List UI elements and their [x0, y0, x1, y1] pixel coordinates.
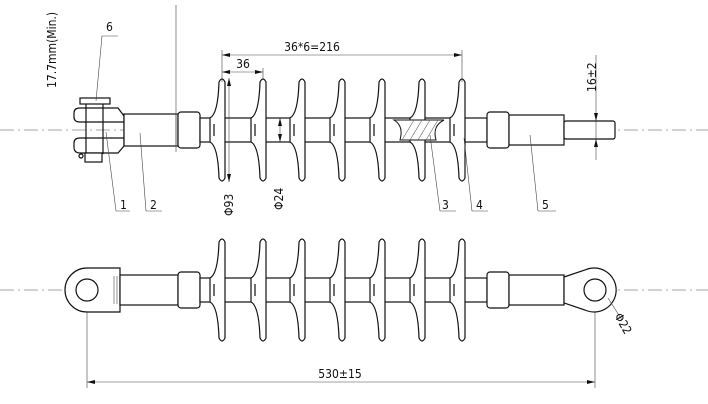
dim-shed-dia: Φ93 — [222, 194, 236, 216]
dim-clevis-gap: 17.7mm(Min.) — [45, 12, 59, 88]
shed — [449, 78, 466, 182]
crimp-collar-right — [486, 111, 510, 149]
part-label-3: 3 — [442, 198, 449, 212]
part-label-4: 4 — [476, 198, 483, 212]
dimension-lines — [86, 5, 623, 388]
clevis — [73, 107, 125, 154]
shed — [369, 78, 386, 182]
bottom-view — [64, 238, 617, 342]
shed — [369, 238, 386, 342]
dim-overall-length: 530±15 — [318, 367, 361, 381]
eye-fitting-left — [64, 267, 121, 313]
shed — [250, 78, 267, 182]
dimension-arrows — [87, 53, 598, 384]
eye-fitting-right — [563, 267, 617, 313]
dim-eye-dia: Φ22 — [611, 311, 634, 337]
part-label-2: 2 — [150, 198, 157, 212]
dim-pin-dia: 16±2 — [585, 62, 599, 92]
leader-lines — [95, 35, 556, 212]
shed — [289, 238, 306, 342]
dim-shed-pitch-total: 36*6=216 — [284, 40, 340, 54]
shed — [250, 238, 267, 342]
clevis-pin-head — [79, 97, 111, 105]
section-cutaway — [392, 119, 445, 141]
end-fitting-right — [508, 114, 565, 146]
shed — [209, 78, 226, 182]
shed — [449, 238, 466, 342]
shed — [409, 238, 426, 342]
top-view — [73, 78, 616, 182]
part-label-1: 1 — [120, 198, 127, 212]
dim-shed-pitch: 36 — [236, 57, 250, 71]
tongue-pin — [563, 120, 616, 140]
crimp-collar-left — [177, 111, 201, 149]
part-label-6: 6 — [106, 20, 113, 34]
dim-rod-dia: Φ24 — [272, 188, 286, 210]
shed — [329, 78, 346, 182]
cotter-pin — [84, 152, 103, 163]
shed — [209, 238, 226, 342]
part-label-5: 5 — [542, 198, 549, 212]
shed — [329, 238, 346, 342]
end-fitting-left — [123, 113, 179, 147]
shed — [289, 78, 306, 182]
